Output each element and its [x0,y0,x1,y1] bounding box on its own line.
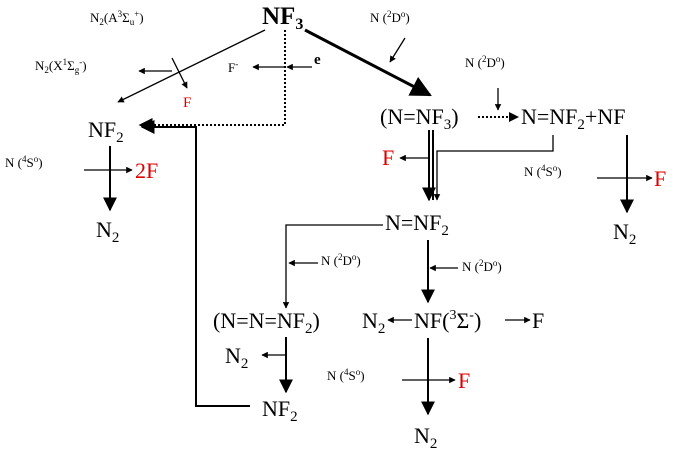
arrows [84,28,653,416]
label-nnnf2: (N=N=NF2) [213,308,320,337]
arrow-nf3-to-nf2 [117,29,266,103]
label-f-red-bottom: F [458,368,470,393]
label-nf-state: NF(3Σ-) [414,308,481,333]
arrow-nf3-to-nnf3 [304,28,432,97]
label-n4s-bottom: N (4So) [327,367,365,383]
label-n2d-3: N (2Do) [321,252,361,268]
labels: NF3 N2(A3Σu+) N2(X1Σg-) F F- e N (2Do) N… [5,3,666,452]
arrow-n2d1 [389,37,406,63]
label-n2-from-nf: N2 [362,308,385,337]
label-n2d-4: N (2Do) [462,258,502,274]
label-electron: e [314,52,321,68]
dotted-nf3-to-nf2 [138,30,286,132]
label-n2d-1: N (2Do) [370,9,410,25]
label-f-red-right: F [654,166,666,191]
label-f-right: F [532,308,544,333]
label-2f: 2F [135,158,158,183]
label-nf2-bottom: NF2 [262,396,298,425]
label-f-red-top: F [183,95,191,111]
label-n4s-right: N (4So) [524,163,562,179]
label-n2d-2: N (2Do) [465,54,505,70]
label-nnf2-plus-nf: N=NF2+NF [521,104,625,133]
label-n2-a-state: N2(A3Σu+) [90,9,144,27]
arrow-nnf2nf-back [433,135,554,201]
arrow-n2a-to-f [171,57,188,89]
label-n2-x-state: N2(X1Σg-) [35,57,87,75]
arrow-nf2-bottom-to-nf2 [140,120,250,407]
label-n-nf3: (N=NF3) [380,104,459,133]
label-nf2-left: NF2 [88,117,124,146]
label-f-red-mid: F [382,145,394,170]
label-nnf2-mid: N=NF2 [385,210,449,239]
label-n4s-left: N (4So) [5,154,43,170]
label-f-minus: F- [228,59,238,75]
label-n2-right: N2 [613,219,636,248]
label-nf3: NF3 [262,3,303,33]
arrow-nnf2-to-nnnf2 [282,224,383,309]
label-n2-small: N2 [225,343,248,372]
label-n2-left: N2 [96,217,119,246]
label-n2-bottom: N2 [414,423,437,452]
